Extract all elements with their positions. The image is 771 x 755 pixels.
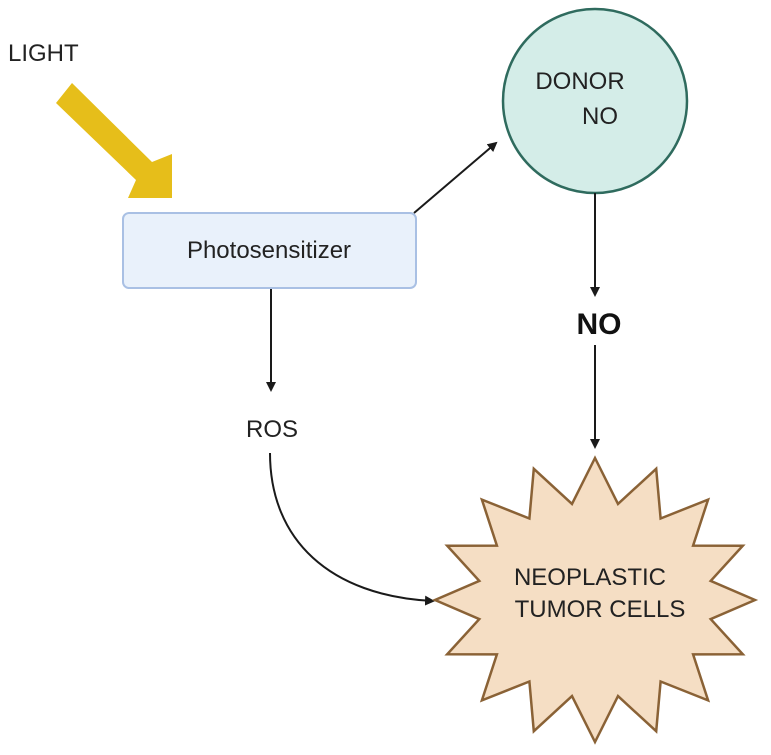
tumor-label-line1: NEOPLASTIC [514,564,666,591]
arrow-ros-to-tumor [269,452,435,606]
no-label: NO [577,308,622,341]
tumor-starburst-icon [431,455,759,745]
donor-no-circle [501,7,689,195]
light-arrow-icon [56,83,172,198]
donor-label-line2: NO [582,103,618,130]
photosensitizer-label: Photosensitizer [187,237,351,264]
donor-label-line1: DONOR [535,68,624,95]
light-label: LIGHT [8,40,79,67]
ros-label: ROS [246,416,298,443]
photosensitizer-box [122,212,417,289]
tumor-label-line2: TUMOR CELLS [515,596,686,623]
arrow-photosensitizer-to-donor [413,141,498,214]
